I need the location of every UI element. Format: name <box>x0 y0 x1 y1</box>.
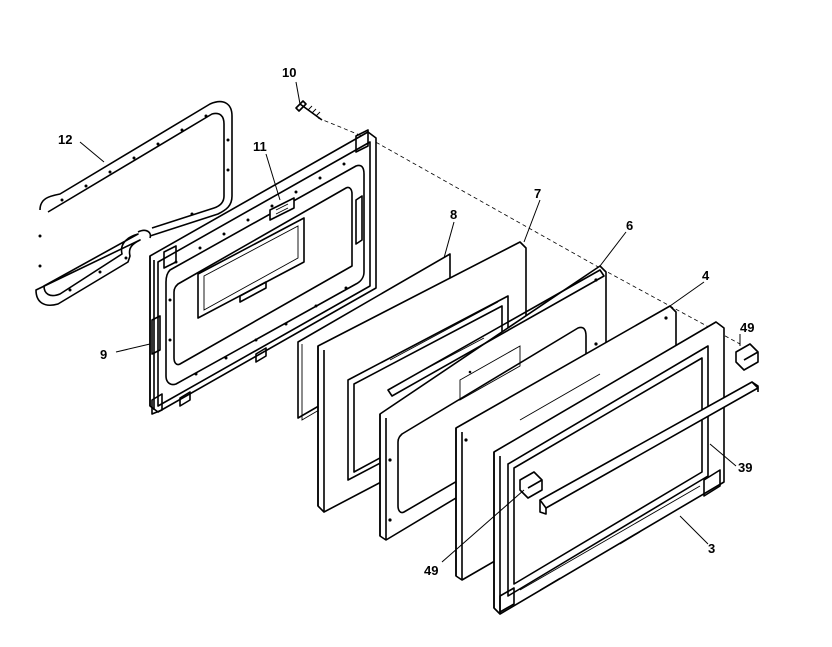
callout-6: 6 <box>626 218 633 233</box>
part-10-screw <box>295 100 323 121</box>
callout-4: 4 <box>702 268 710 283</box>
callout-12: 12 <box>58 132 72 147</box>
part-12-gasket <box>35 100 233 306</box>
callout-49-right: 49 <box>740 320 754 335</box>
leader-lines <box>79 81 741 563</box>
callout-39: 39 <box>738 460 752 475</box>
callout-7: 7 <box>534 186 541 201</box>
part-9-door-liner <box>149 129 377 415</box>
callout-49-left: 49 <box>424 563 438 578</box>
part-11-bracket <box>269 197 295 221</box>
callout-3: 3 <box>708 541 715 556</box>
callout-8: 8 <box>450 207 457 222</box>
part-49-end-cap-left <box>519 471 543 499</box>
callout-11: 11 <box>253 139 267 154</box>
callout-9: 9 <box>100 347 107 362</box>
part-39-handle <box>539 381 759 515</box>
callout-10: 10 <box>282 65 296 80</box>
part-49-end-cap-right <box>735 343 759 371</box>
